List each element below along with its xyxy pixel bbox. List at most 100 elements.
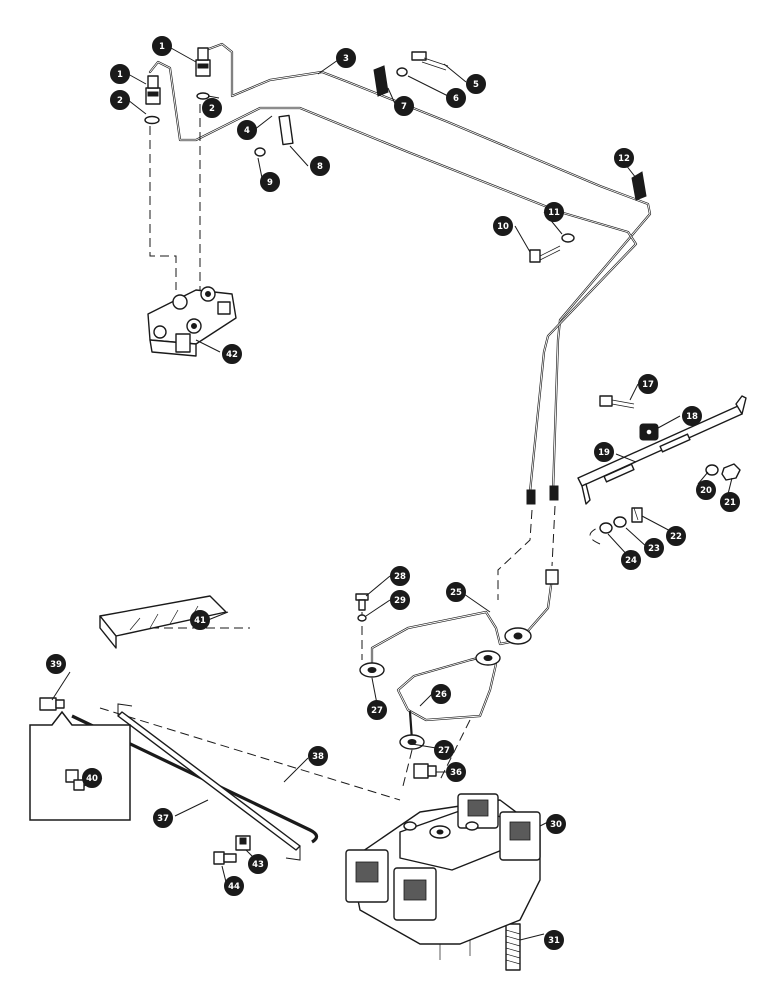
callout-badge xyxy=(614,148,634,168)
tube-lines xyxy=(71,42,652,844)
callout-badge xyxy=(260,172,280,192)
callout-number: 19 xyxy=(598,448,610,458)
callout-badge xyxy=(153,808,173,828)
callout-c10: 10 xyxy=(493,216,513,236)
callout-c31: 31 xyxy=(544,930,564,950)
callout-number: 11 xyxy=(548,208,560,218)
callout-number: 4 xyxy=(244,126,250,136)
washer-29 xyxy=(357,614,367,622)
callout-badge xyxy=(446,582,466,602)
callout-number: 10 xyxy=(497,222,509,232)
callout-badge xyxy=(638,374,658,394)
callout-badge xyxy=(493,216,513,236)
callout-c2b: 2 xyxy=(202,98,222,118)
callout-number: 22 xyxy=(670,532,682,542)
alignment-lines xyxy=(99,104,623,801)
tube-end-fitting xyxy=(549,485,559,501)
fitting-39 xyxy=(39,697,65,711)
callout-c42: 42 xyxy=(222,344,242,364)
callout-c28: 28 xyxy=(390,566,410,586)
callout-badge xyxy=(446,762,466,782)
fitting-36 xyxy=(413,763,437,779)
callout-number: 7 xyxy=(401,102,407,112)
callout-c5: 5 xyxy=(466,74,486,94)
callout-number: 41 xyxy=(194,616,206,626)
callout-c1b: 1 xyxy=(152,36,172,56)
callout-number: 28 xyxy=(394,572,406,582)
clamp-7 xyxy=(373,65,389,97)
callout-c7: 7 xyxy=(394,96,414,116)
callout-number: 24 xyxy=(625,556,637,566)
callout-c4: 4 xyxy=(237,120,257,140)
housing-30 xyxy=(345,793,541,960)
callout-number: 39 xyxy=(50,660,62,670)
washer-11 xyxy=(561,233,575,243)
o-ring-2-right xyxy=(196,92,210,100)
callout-c44: 44 xyxy=(224,876,244,896)
washer-6 xyxy=(396,67,408,77)
fitting-1-left xyxy=(145,75,161,105)
callout-badge xyxy=(152,36,172,56)
callout-c29: 29 xyxy=(390,590,410,610)
callout-c18: 18 xyxy=(682,406,702,426)
callout-number: 12 xyxy=(618,154,630,164)
bolt-10 xyxy=(529,245,561,263)
callout-c36: 36 xyxy=(446,762,466,782)
callout-badge xyxy=(390,590,410,610)
callout-c21: 21 xyxy=(720,492,740,512)
callout-number: 42 xyxy=(226,350,238,360)
callout-c30: 30 xyxy=(546,814,566,834)
bolt-17 xyxy=(599,395,635,409)
washer-24 xyxy=(599,522,613,534)
callout-number: 43 xyxy=(252,860,264,870)
bolt-22 xyxy=(631,507,643,523)
callout-badge xyxy=(190,610,210,630)
callout-c39: 39 xyxy=(46,654,66,674)
callout-c26: 26 xyxy=(431,684,451,704)
callout-c27b: 27 xyxy=(434,740,454,760)
callout-number: 3 xyxy=(343,54,349,64)
callout-c17: 17 xyxy=(638,374,658,394)
callout-badge xyxy=(222,344,242,364)
valve-body-42 xyxy=(147,286,237,357)
callout-badge xyxy=(248,854,268,874)
fitting-40 xyxy=(65,769,85,791)
callout-number: 31 xyxy=(548,936,560,946)
callout-number: 1 xyxy=(159,42,165,52)
bracket-19 xyxy=(577,395,747,505)
callout-c11: 11 xyxy=(544,202,564,222)
callout-c41: 41 xyxy=(190,610,210,630)
callout-c25: 25 xyxy=(446,582,466,602)
callout-c20: 20 xyxy=(696,480,716,500)
callout-badge xyxy=(394,96,414,116)
inset-box xyxy=(29,710,131,821)
callout-badge xyxy=(82,768,102,788)
callout-badge xyxy=(434,740,454,760)
callout-badge xyxy=(720,492,740,512)
callout-badge xyxy=(666,526,686,546)
callout-badge xyxy=(431,684,451,704)
callout-number: 37 xyxy=(157,814,169,824)
washer-20 xyxy=(705,464,719,476)
callout-badge xyxy=(110,64,130,84)
rod-38 xyxy=(117,703,301,861)
callout-badge xyxy=(390,566,410,586)
callout-number: 2 xyxy=(117,96,123,106)
callout-c24: 24 xyxy=(621,550,641,570)
callout-number: 40 xyxy=(86,774,98,784)
callout-c6: 6 xyxy=(446,88,466,108)
callout-number: 27 xyxy=(371,706,383,716)
callout-number: 36 xyxy=(450,768,462,778)
callout-c27a: 27 xyxy=(367,700,387,720)
callout-layer: 1122345678910111217181920212223242526272… xyxy=(46,36,740,950)
leader-lines xyxy=(51,47,733,941)
callout-badge xyxy=(224,876,244,896)
tube-end-fitting xyxy=(526,489,536,505)
callout-number: 6 xyxy=(453,94,459,104)
callout-number: 17 xyxy=(642,380,654,390)
callout-number: 2 xyxy=(209,104,215,114)
callout-badge xyxy=(446,88,466,108)
bolt-44 xyxy=(213,851,237,865)
callout-number: 21 xyxy=(724,498,736,508)
